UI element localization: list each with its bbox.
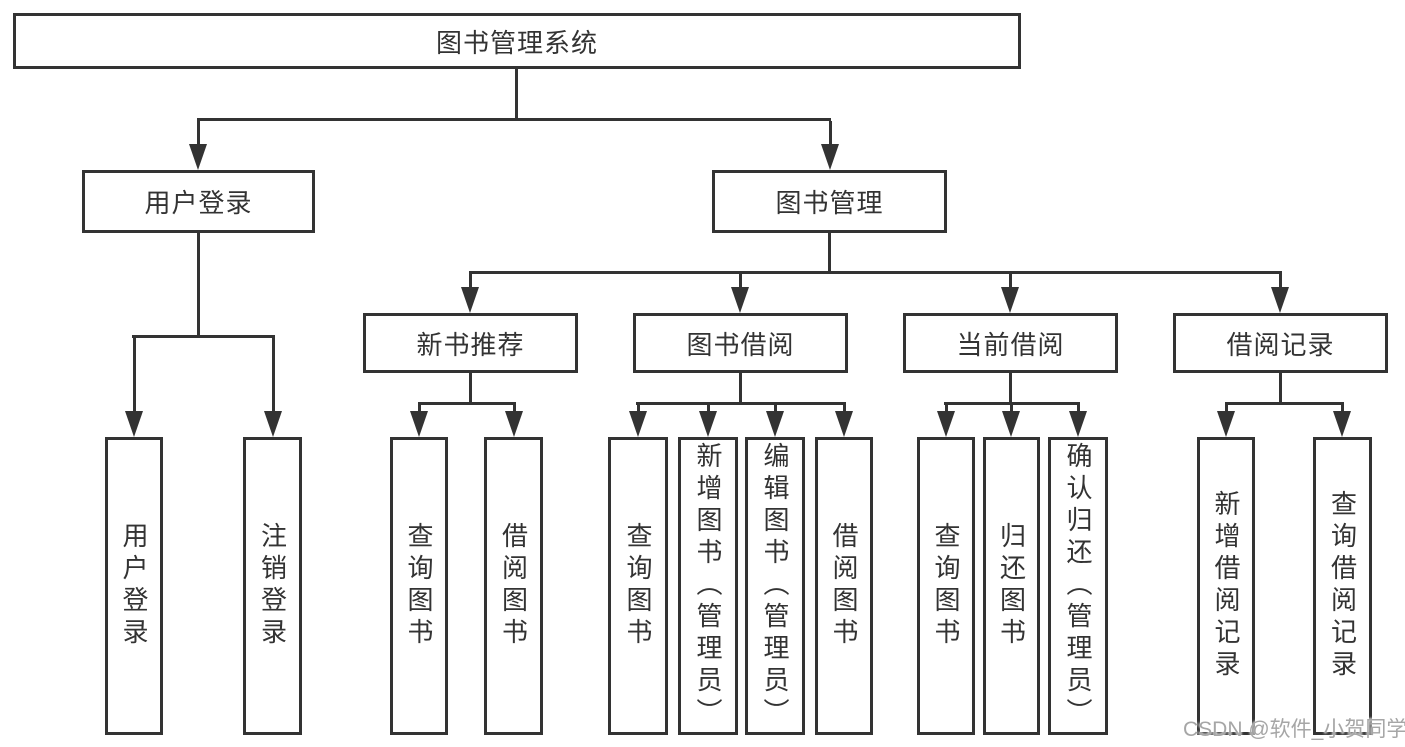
arrow-down-icon xyxy=(1333,411,1351,437)
node-book-mgmt: 图书管理 xyxy=(712,170,947,233)
leaf-logout: 注销登录 xyxy=(243,437,302,735)
connector-stub-login-leaf xyxy=(133,338,136,414)
leaf-bb-edit-books-admin: 编辑图书（管理员） xyxy=(745,437,805,735)
leaf-nbr-borrow-books-label: 借阅图书 xyxy=(498,522,529,650)
connector-records-branch xyxy=(1225,402,1344,405)
node-root: 图书管理系统 xyxy=(13,13,1021,69)
connector-stub-new-book xyxy=(469,274,472,290)
connector-stub xyxy=(1341,405,1344,414)
node-borrow-records-label: 借阅记录 xyxy=(1226,329,1335,360)
arrow-down-icon xyxy=(410,411,428,437)
arrow-down-icon xyxy=(189,144,207,170)
leaf-cb-return-books-label: 归还图书 xyxy=(996,522,1027,650)
leaf-br-query-record-label: 查询借阅记录 xyxy=(1327,490,1358,682)
arrow-down-icon xyxy=(699,411,717,437)
connector-stub-records xyxy=(1279,274,1282,290)
arrow-down-icon xyxy=(1217,411,1235,437)
arrow-down-icon xyxy=(731,287,749,313)
connector-cur-borrow-trunk xyxy=(1009,373,1012,402)
csdn-watermark: CSDN @软件_小贺同学 xyxy=(1183,718,1405,741)
connector-cur-borrow-branch xyxy=(944,402,1080,405)
leaf-cb-confirm-return-admin: 确认归还（管理员） xyxy=(1048,437,1108,735)
node-user-login: 用户登录 xyxy=(82,170,315,233)
connector-root-branch xyxy=(197,118,831,121)
connector-stub-cur-borrow xyxy=(1009,274,1012,290)
leaf-br-add-record: 新增借阅记录 xyxy=(1197,437,1255,735)
leaf-logout-label: 注销登录 xyxy=(257,522,288,650)
connector-stub-book-borrow xyxy=(739,274,742,290)
connector-stub xyxy=(637,405,640,414)
connector-stub xyxy=(1010,405,1013,414)
connector-stub xyxy=(418,405,421,414)
connector-stub-book-mgmt xyxy=(829,121,832,147)
arrow-down-icon xyxy=(766,411,784,437)
leaf-cb-query-books: 查询图书 xyxy=(917,437,975,735)
connector-book-mgmt-branch xyxy=(469,271,1282,274)
connector-stub xyxy=(1225,405,1228,414)
leaf-bb-query-books: 查询图书 xyxy=(608,437,668,735)
node-borrow-records: 借阅记录 xyxy=(1173,313,1388,373)
leaf-br-add-record-label: 新增借阅记录 xyxy=(1211,490,1241,682)
leaf-nbr-query-books-label: 查询图书 xyxy=(404,522,434,650)
leaf-cb-query-books-label: 查询图书 xyxy=(931,522,961,650)
leaf-bb-edit-books-admin-label: 编辑图书（管理员） xyxy=(760,442,790,730)
connector-stub-logout-leaf xyxy=(272,338,275,414)
arrow-down-icon xyxy=(835,411,853,437)
node-root-label: 图书管理系统 xyxy=(435,27,598,58)
node-user-login-label: 用户登录 xyxy=(144,188,253,218)
leaf-nbr-borrow-books: 借阅图书 xyxy=(484,437,543,735)
arrow-down-icon xyxy=(505,411,523,437)
connector-stub xyxy=(707,405,710,414)
leaf-user-login: 用户登录 xyxy=(105,437,163,735)
connector-stub-user-login xyxy=(197,121,200,147)
node-book-mgmt-label: 图书管理 xyxy=(775,188,884,218)
connector-stub xyxy=(774,405,777,414)
connector-records-trunk xyxy=(1279,373,1282,402)
arrow-down-icon xyxy=(461,287,479,313)
connector-user-login-branch xyxy=(132,335,275,338)
connector-stub xyxy=(843,405,846,414)
node-current-borrow-label: 当前借阅 xyxy=(956,329,1065,360)
arrow-down-icon xyxy=(1001,287,1019,313)
arrow-down-icon xyxy=(821,144,839,170)
arrow-down-icon xyxy=(1271,287,1289,313)
leaf-bb-add-books-admin: 新增图书（管理员） xyxy=(678,437,738,735)
leaf-br-query-record: 查询借阅记录 xyxy=(1313,437,1372,735)
arrow-down-icon xyxy=(937,411,955,437)
node-new-book-recommend: 新书推荐 xyxy=(363,313,578,373)
arrow-down-icon xyxy=(125,411,143,437)
leaf-bb-query-books-label: 查询图书 xyxy=(623,522,653,650)
leaf-nbr-query-books: 查询图书 xyxy=(390,437,448,735)
connector-user-login-trunk xyxy=(197,233,200,335)
connector-book-borrow-trunk xyxy=(739,373,742,402)
node-new-book-recommend-label: 新书推荐 xyxy=(416,329,525,360)
node-current-borrow: 当前借阅 xyxy=(903,313,1118,373)
arrow-down-icon xyxy=(264,411,282,437)
connector-stub xyxy=(1077,405,1080,414)
arrow-down-icon xyxy=(629,411,647,437)
connector-book-mgmt-trunk xyxy=(828,233,831,271)
leaf-bb-add-books-admin-label: 新增图书（管理员） xyxy=(693,442,723,730)
connector-new-book-branch xyxy=(418,402,516,405)
arrow-down-icon xyxy=(1069,411,1087,437)
node-book-borrow: 图书借阅 xyxy=(633,313,848,373)
connector-new-book-trunk xyxy=(469,373,472,402)
connector-stub xyxy=(513,405,516,414)
node-book-borrow-label: 图书借阅 xyxy=(686,329,795,360)
leaf-bb-borrow-books: 借阅图书 xyxy=(815,437,873,735)
leaf-cb-confirm-return-admin-label: 确认归还（管理员） xyxy=(1063,442,1093,730)
connector-root-trunk xyxy=(515,69,518,118)
arrow-down-icon xyxy=(1002,411,1020,437)
leaf-cb-return-books: 归还图书 xyxy=(983,437,1040,735)
connector-stub xyxy=(945,405,948,414)
leaf-bb-borrow-books-label: 借阅图书 xyxy=(829,522,859,650)
connector-book-borrow-branch xyxy=(636,402,846,405)
leaf-user-login-label: 用户登录 xyxy=(119,522,149,650)
